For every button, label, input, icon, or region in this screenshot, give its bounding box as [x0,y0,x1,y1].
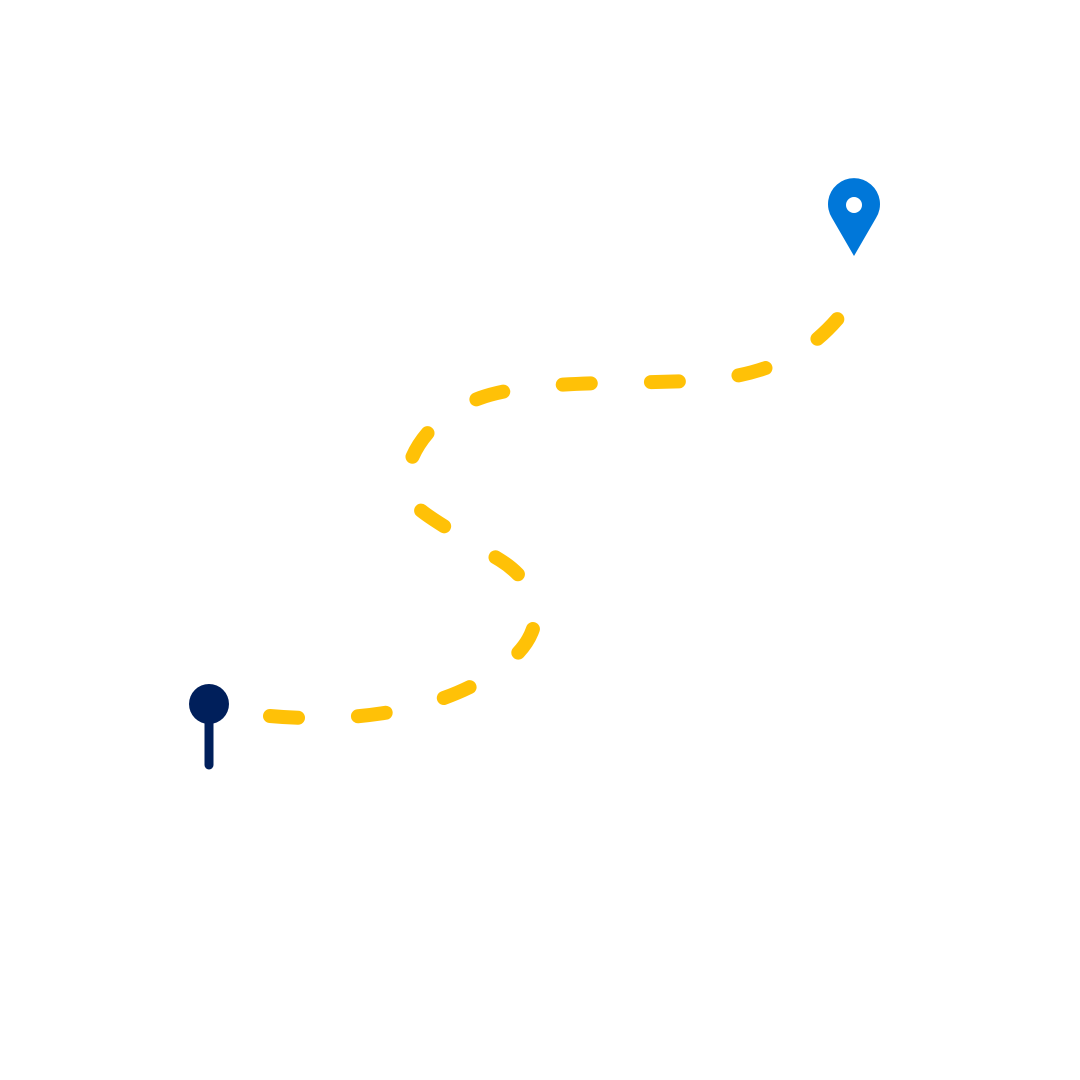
dashed-route-path [263,281,854,726]
start-pin-icon [189,684,229,770]
location-pin-icon [828,178,880,256]
